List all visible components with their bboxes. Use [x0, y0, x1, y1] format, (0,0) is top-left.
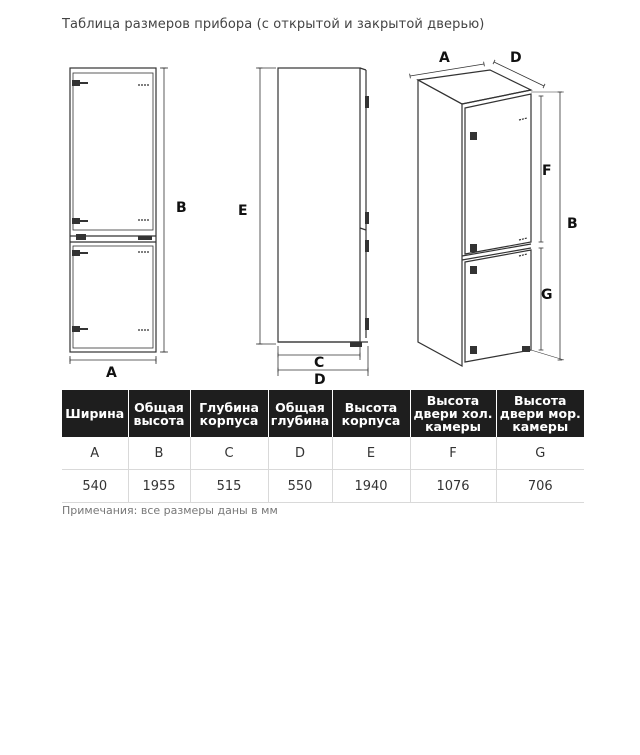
side-body — [277, 67, 361, 343]
fridge-dimension-diagram: B A E C D — [69, 50, 578, 388]
hinge-icon — [72, 250, 80, 256]
iso-label-a: A — [439, 50, 450, 66]
iso-label-d: D — [510, 50, 522, 66]
table-cell: 550 — [268, 469, 333, 503]
table-cell: 540 — [62, 469, 129, 503]
dimension-label-b: B — [176, 200, 187, 216]
dimension-label-a: A — [106, 365, 117, 381]
side-view — [256, 67, 369, 376]
dimension-label-c: C — [314, 355, 324, 371]
iso-label-f: F — [542, 163, 552, 179]
iso-label-b: B — [567, 216, 578, 232]
header-width: Ширина — [62, 390, 129, 437]
table-cell: 1955 — [128, 469, 191, 503]
table-cell: G — [496, 437, 584, 470]
table-cell: A — [62, 437, 129, 470]
front-upper-door — [72, 72, 154, 231]
table-cell: C — [190, 437, 269, 470]
iso-top-face — [416, 69, 533, 105]
hinge-icon — [72, 80, 80, 86]
footnote: Примечания: все размеры даны в мм — [62, 504, 278, 517]
dimension-label-e: E — [238, 203, 248, 219]
table-cell: B — [128, 437, 191, 470]
front-lower-door — [72, 245, 154, 349]
front-view — [69, 67, 168, 364]
table-cell: E — [332, 437, 411, 470]
hinge-icon — [72, 218, 80, 224]
iso-left-face — [417, 78, 463, 368]
table-cell: 706 — [496, 469, 584, 503]
dimension-label-d: D — [314, 372, 326, 388]
iso-upper-door — [464, 93, 532, 255]
hinge-icon — [72, 326, 80, 332]
table-cell: 1076 — [410, 469, 497, 503]
table-row-letters: A B C D E F G — [62, 437, 584, 470]
isometric-view — [409, 59, 565, 368]
page-title: Таблица размеров прибора (с открытой и з… — [62, 17, 485, 32]
iso-label-g: G — [541, 287, 553, 303]
table-cell: 515 — [190, 469, 269, 503]
front-body — [69, 67, 157, 353]
table-cell: D — [268, 437, 333, 470]
table-cell: F — [410, 437, 497, 470]
table-row-values: 540 1955 515 550 1940 1076 706 — [62, 469, 584, 503]
table-cell: 1940 — [332, 469, 411, 503]
